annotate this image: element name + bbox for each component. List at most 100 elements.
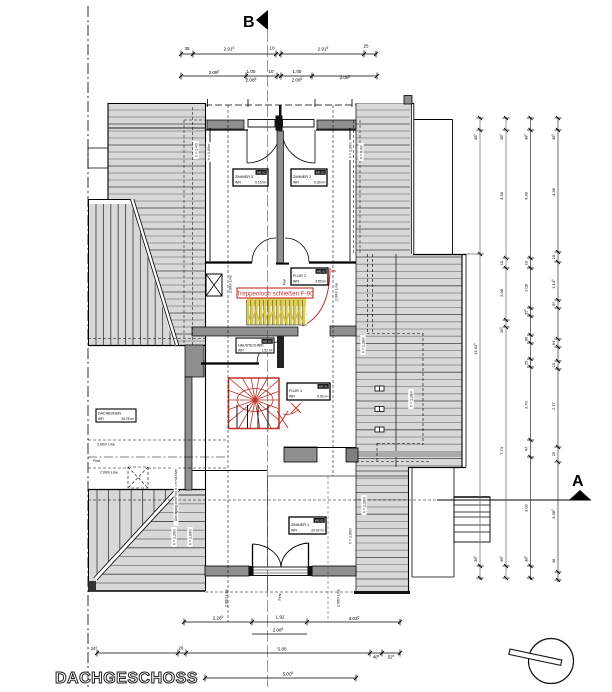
svg-text:2.085: 2.085 (292, 77, 303, 82)
svg-text:385: 385 (499, 134, 504, 140)
svg-text:2.00m Line: 2.00m Line (97, 443, 115, 447)
svg-text:405: 405 (373, 654, 380, 659)
svg-text:10: 10 (551, 254, 556, 259)
svg-text:ZIMMER 2: ZIMMER 2 (293, 175, 311, 179)
svg-text:9.02 m²: 9.02 m² (317, 395, 329, 399)
svg-text:2.70: 2.70 (523, 400, 528, 409)
svg-text:2.77: 2.77 (551, 401, 556, 410)
svg-text:2.085: 2.085 (246, 77, 257, 82)
svg-text:2.085: 2.085 (340, 75, 351, 80)
svg-text:A: A (572, 473, 584, 490)
svg-text:DACHBODEN: DACHBODEN (98, 412, 121, 416)
svg-text:WFl: WFl (293, 181, 299, 185)
svg-text:WE 02: WE 02 (262, 340, 271, 344)
svg-text:2.00m Line: 2.00m Line (228, 275, 232, 293)
svg-text:WFl: WFl (98, 417, 104, 421)
svg-text:86: 86 (523, 336, 528, 341)
svg-text:3.385: 3.385 (551, 509, 556, 519)
svg-text:10: 10 (268, 69, 274, 74)
svg-text:385: 385 (523, 556, 528, 562)
svg-text:FLUR 2: FLUR 2 (293, 274, 306, 278)
svg-text:WFl: WFl (289, 395, 295, 399)
svg-text:DACHGESCHOSS: DACHGESCHOSS (55, 670, 198, 687)
svg-text:Flur: Flur (283, 278, 287, 285)
svg-text:2.085: 2.085 (209, 70, 220, 75)
svg-text:245: 245 (91, 646, 98, 651)
svg-text:Durchgang zum First, h = e Hut: Durchgang zum First, h = e Hut Nute (174, 469, 178, 521)
svg-text:1.00: 1.00 (293, 69, 302, 74)
svg-text:2.08: 2.08 (523, 283, 528, 292)
svg-text:WE 01: WE 01 (319, 385, 328, 389)
svg-text:355: 355 (523, 309, 528, 315)
svg-text:3.035: 3.035 (349, 616, 360, 621)
svg-text:47: 47 (523, 446, 528, 451)
svg-text:46: 46 (551, 558, 556, 563)
svg-text:14.625: 14.625 (473, 343, 478, 355)
svg-text:1.145: 1.145 (551, 279, 556, 289)
svg-text:64: 64 (551, 340, 556, 345)
svg-text:385: 385 (473, 556, 478, 562)
svg-text:WE 02: WE 02 (316, 171, 325, 175)
svg-text:10: 10 (551, 362, 556, 367)
svg-text:385: 385 (473, 134, 478, 140)
svg-text:2.00m Line: 2.00m Line (334, 283, 338, 301)
svg-text:25: 25 (523, 360, 528, 365)
svg-text:h = 1,28m: h = 1,28m (409, 391, 413, 407)
svg-text:1.00: 1.00 (247, 69, 256, 74)
svg-text:5.005: 5.005 (283, 671, 294, 676)
svg-text:WFl: WFl (291, 529, 297, 533)
svg-text:B: B (243, 14, 255, 31)
svg-text:4.38: 4.38 (551, 187, 556, 196)
svg-text:4.38: 4.38 (499, 191, 504, 200)
svg-text:25: 25 (551, 451, 556, 456)
svg-text:h = 1,28m: h = 1,28m (361, 337, 365, 353)
svg-text:2.08: 2.08 (499, 288, 504, 297)
svg-text:h = 1,20m: h = 1,20m (172, 529, 176, 545)
svg-text:h = 1,00m: h = 1,00m (348, 142, 352, 158)
svg-text:26: 26 (179, 646, 184, 651)
svg-text:2.00m Line: 2.00m Line (100, 471, 118, 475)
svg-text:1.92 m²: 1.92 m² (262, 348, 273, 352)
svg-text:1.92: 1.92 (276, 615, 285, 620)
svg-text:25: 25 (363, 44, 369, 49)
svg-text:385: 385 (523, 134, 528, 140)
svg-text:h = 1,00m: h = 1,00m (348, 528, 352, 544)
svg-text:9.15 m²: 9.15 m² (255, 181, 267, 185)
svg-text:4.38: 4.38 (523, 191, 528, 200)
svg-text:9.30 m²: 9.30 m² (314, 181, 326, 185)
svg-text:WE 02: WE 02 (257, 171, 266, 175)
svg-text:WE 01: WE 01 (315, 519, 324, 523)
svg-text:HAUSTECHNIK: HAUSTECHNIK (238, 343, 264, 347)
svg-text:7.74: 7.74 (499, 446, 504, 455)
svg-text:First: First (278, 594, 282, 601)
svg-text:385: 385 (551, 134, 556, 140)
svg-text:h = 1,28m: h = 1,28m (362, 497, 366, 513)
svg-text:2.265: 2.265 (213, 615, 224, 620)
svg-text:35: 35 (184, 46, 190, 51)
svg-text:First: First (93, 459, 100, 463)
svg-text:h = 1,4m: h = 1,4m (194, 143, 198, 157)
svg-text:355: 355 (499, 327, 504, 333)
svg-text:WE 02: WE 02 (317, 270, 326, 274)
svg-text:26.78 m²: 26.78 m² (121, 417, 134, 421)
svg-text:20.02 m²: 20.02 m² (311, 529, 325, 533)
svg-text:8³: 8³ (551, 302, 556, 306)
svg-text:WFl: WFl (238, 348, 244, 352)
svg-text:2.00m Line: 2.00m Line (224, 589, 228, 607)
svg-text:385: 385 (499, 556, 504, 562)
svg-text:ZIMMER 3: ZIMMER 3 (235, 175, 253, 179)
svg-text:5.80: 5.80 (278, 647, 287, 652)
svg-text:h = 0,4m: h = 0,4m (359, 145, 363, 159)
svg-text:2.00m Line: 2.00m Line (336, 589, 340, 607)
svg-text:h = 1,00m: h = 1,00m (188, 529, 192, 545)
svg-text:2.915: 2.915 (318, 46, 329, 51)
svg-text:FLUR 1: FLUR 1 (289, 389, 302, 393)
svg-text:10: 10 (269, 46, 275, 51)
svg-text:h = 1,00m: h = 1,00m (207, 144, 211, 160)
svg-text:10: 10 (499, 260, 504, 265)
svg-text:525: 525 (388, 654, 395, 659)
svg-text:3.02: 3.02 (523, 503, 528, 512)
svg-text:WFl: WFl (293, 280, 299, 284)
svg-text:2.915: 2.915 (224, 46, 235, 51)
svg-text:Treppenloch schließen F-90: Treppenloch schließen F-90 (237, 291, 314, 298)
